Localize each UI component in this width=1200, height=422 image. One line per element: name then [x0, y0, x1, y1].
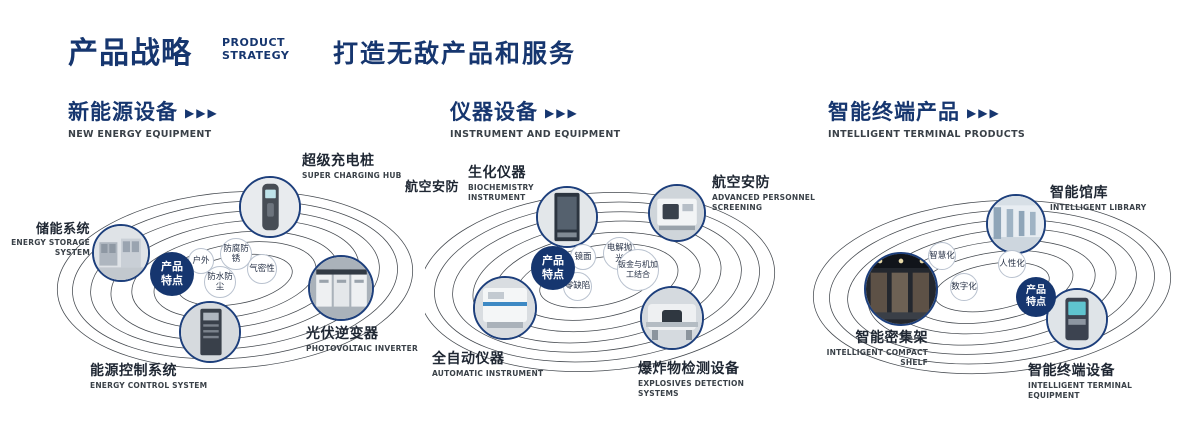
label-intelligent-library: 智能馆库 INTELLIGENT LIBRARY — [1050, 182, 1170, 213]
item-name-en: ADVANCED PERSONNEL SCREENING — [712, 193, 816, 212]
energy-storage-image — [94, 226, 148, 280]
item-name: 超级充电桩 — [302, 153, 375, 169]
label-super-charging-hub: 超级充电桩 SUPER CHARGING HUB — [302, 150, 414, 181]
feature-tag: 智慧化 — [928, 242, 956, 270]
page-title-en-line2: STRATEGY — [222, 49, 290, 62]
kiosk-image — [1048, 290, 1106, 348]
section-subtitle: INTELLIGENT TERMINAL PRODUCTS — [828, 129, 1026, 140]
automatic-instrument-photo — [473, 276, 537, 340]
section-subtitle: INSTRUMENT AND EQUIPMENT — [450, 129, 621, 140]
label-terminal-equipment: 智能终端设备 INTELLIGENT TERMINAL EQUIPMENT — [1028, 360, 1173, 401]
terminal-equipment-photo — [1046, 288, 1108, 350]
item-name-en: INTELLIGENT TERMINAL EQUIPMENT — [1028, 381, 1133, 400]
feature-tag: 防腐防锈 — [220, 238, 252, 270]
page-title-en: PRODUCT STRATEGY — [222, 36, 289, 62]
section-heading-new-energy: 新能源设备 ▶▶▶ NEW ENERGY EQUIPMENT — [68, 96, 219, 140]
triple-arrow-icon: ▶▶▶ — [185, 105, 219, 120]
page-tagline: 打造无敌产品和服务 — [333, 39, 577, 68]
item-name-en: ENERGY STORAGE SYSTEM — [11, 238, 90, 257]
compact-shelf-image — [866, 254, 936, 324]
feature-badge: 产品特点 — [150, 252, 194, 296]
item-name: 智能终端设备 — [1028, 363, 1115, 379]
screening-machine-image — [650, 186, 704, 240]
page-title-en-line1: PRODUCT — [222, 36, 286, 49]
section-heading-instruments: 仪器设备 ▶▶▶ INSTRUMENT AND EQUIPMENT — [450, 96, 620, 140]
item-name: 全自动仪器 — [432, 351, 505, 367]
compact-shelf-photo — [864, 252, 938, 326]
label-aviation-security-right: 航空安防 ADVANCED PERSONNEL SCREENING — [712, 172, 820, 213]
item-name-en: ENERGY CONTROL SYSTEM — [90, 381, 208, 390]
feature-tag: 数字化 — [950, 273, 978, 301]
item-name: 智能馆库 — [1050, 185, 1108, 201]
scanner-tunnel-image — [642, 288, 702, 348]
inverter-image — [310, 257, 372, 319]
feature-badge: 产品特点 — [1016, 277, 1056, 317]
item-name-en: AUTOMATIC INSTRUMENT — [432, 369, 544, 378]
item-name: 智能密集架 — [855, 330, 928, 346]
label-energy-control: 能源控制系统 ENERGY CONTROL SYSTEM — [90, 360, 212, 391]
feature-tag: 钣金与机加工结合 — [617, 249, 659, 291]
label-biochemistry: 生化仪器 BIOCHEMISTRY INSTRUMENT — [468, 162, 564, 203]
super-charging-hub-photo — [239, 176, 301, 238]
triple-arrow-icon: ▶▶▶ — [545, 105, 579, 120]
intelligent-library-photo — [986, 194, 1046, 254]
feature-tag: 防水防尘 — [204, 266, 236, 298]
feature-badge: 产品特点 — [531, 246, 575, 290]
label-aviation-security-left: 航空安防 — [405, 176, 475, 195]
feature-badge-label: 产品特点 — [161, 260, 183, 287]
instrument-rack-image — [538, 188, 596, 246]
library-interior-image — [988, 196, 1044, 252]
label-energy-storage: 储能系统 ENERGY STORAGE SYSTEM — [4, 218, 90, 258]
item-name: 航空安防 — [405, 180, 460, 195]
automatic-instrument-image — [475, 278, 535, 338]
feature-tag: 人性化 — [998, 250, 1026, 278]
item-name: 能源控制系统 — [90, 363, 177, 379]
control-cabinet-image — [181, 303, 239, 361]
item-name-en: PHOTOVOLTAIC INVERTER — [306, 344, 418, 353]
personnel-screening-photo — [648, 184, 706, 242]
section-heading-intelligent: 智能终端产品 ▶▶▶ INTELLIGENT TERMINAL PRODUCTS — [828, 96, 1025, 140]
item-name-en: EXPLOSIVES DETECTION SYSTEMS — [638, 379, 745, 398]
item-name: 生化仪器 — [468, 165, 526, 181]
feature-badge-label: 产品特点 — [542, 254, 564, 281]
explosives-detection-photo — [640, 286, 704, 350]
label-photovoltaic-inverter: 光伏逆变器 PHOTOVOLTAIC INVERTER — [306, 323, 418, 354]
charging-pile-image — [241, 178, 299, 236]
section-subtitle: NEW ENERGY EQUIPMENT — [68, 129, 212, 140]
feature-badge-label: 产品特点 — [1026, 284, 1046, 309]
item-name-en: SUPER CHARGING HUB — [302, 171, 402, 180]
energy-storage-photo — [92, 224, 150, 282]
section-title: 智能终端产品 — [828, 100, 960, 124]
feature-tag: 气密性 — [247, 254, 277, 284]
label-explosives-detection: 爆炸物检测设备 EXPLOSIVES DETECTION SYSTEMS — [638, 358, 778, 399]
section-title: 仪器设备 — [450, 100, 538, 124]
photovoltaic-inverter-photo — [308, 255, 374, 321]
page-title: 产品战略 — [68, 36, 192, 71]
energy-control-photo — [179, 301, 241, 363]
item-name: 航空安防 — [712, 175, 770, 191]
label-automatic-instrument: 全自动仪器 AUTOMATIC INSTRUMENT — [432, 348, 544, 379]
item-name-en: BIOCHEMISTRY INSTRUMENT — [468, 183, 534, 202]
label-compact-shelf: 智能密集架 INTELLIGENT COMPACT SHELF — [810, 327, 928, 368]
item-name-en: INTELLIGENT COMPACT SHELF — [826, 348, 928, 367]
item-name: 爆炸物检测设备 — [638, 361, 740, 377]
biochemistry-photo — [536, 186, 598, 248]
section-title: 新能源设备 — [68, 100, 178, 124]
item-name-en: INTELLIGENT LIBRARY — [1050, 203, 1147, 212]
item-name: 光伏逆变器 — [306, 326, 379, 342]
item-name: 储能系统 — [35, 222, 90, 237]
triple-arrow-icon: ▶▶▶ — [967, 105, 1001, 120]
